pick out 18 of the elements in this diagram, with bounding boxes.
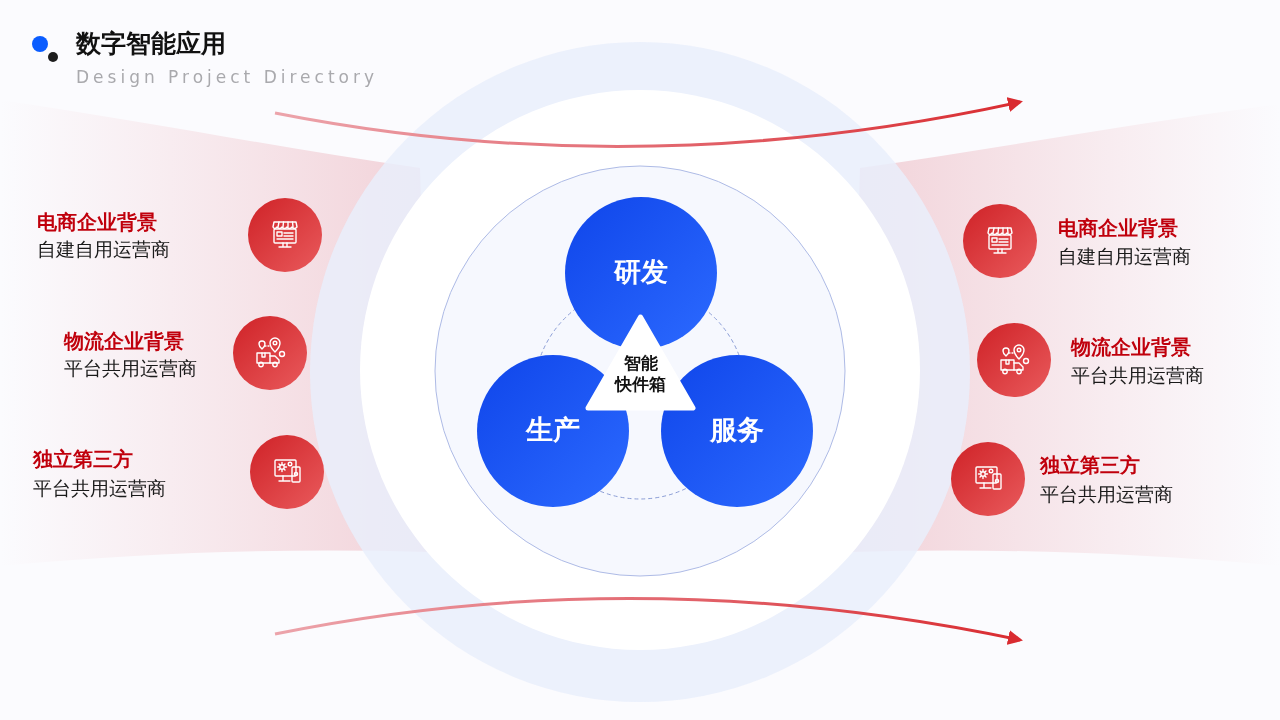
item-heading: 物流企业背景: [64, 329, 184, 353]
item-description: 平台共用运营商: [33, 477, 166, 500]
item-heading: 电商企业背景: [1058, 216, 1178, 240]
triangle-label: 智能快件箱: [615, 353, 666, 396]
item-description: 平台共用运营商: [1040, 483, 1173, 506]
item-description: 平台共用运营商: [1071, 364, 1204, 387]
title: 数字智能应用: [76, 29, 226, 59]
item-description: 自建自用运营商: [1058, 245, 1191, 268]
item-heading: 电商企业背景: [37, 210, 157, 234]
circle-label: 服务: [710, 413, 764, 447]
item-description: 平台共用运营商: [64, 357, 197, 380]
item-heading: 物流企业背景: [1071, 335, 1191, 359]
item-heading: 独立第三方: [33, 447, 133, 471]
circle-label: 生产: [526, 413, 580, 447]
subtitle: Design Project Directory: [76, 67, 379, 88]
item-heading: 独立第三方: [1040, 453, 1140, 477]
item-description: 自建自用运营商: [37, 238, 170, 261]
circle-label: 研发: [614, 255, 668, 289]
